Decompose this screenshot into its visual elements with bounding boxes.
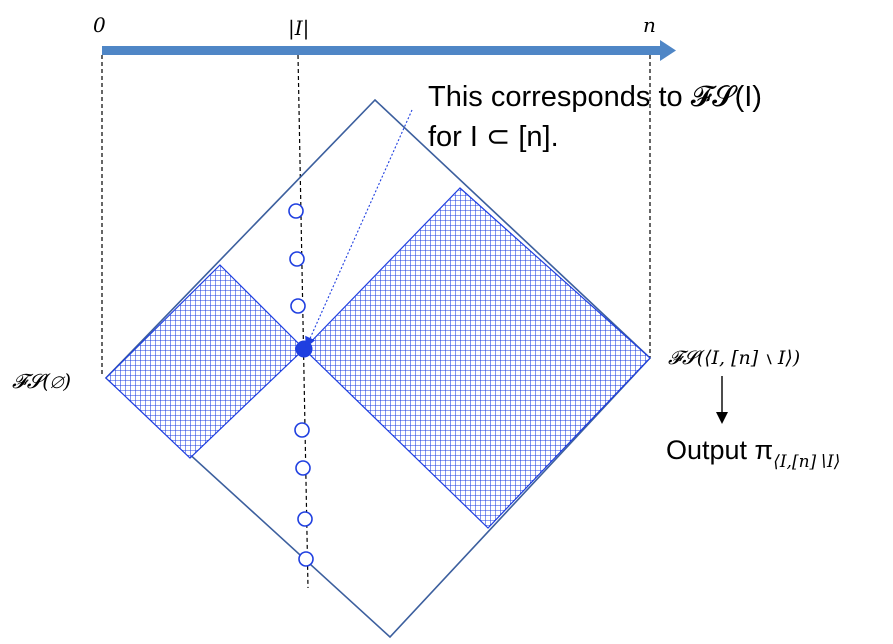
poset-diamond [104,98,652,639]
output-arrow-head [716,412,728,424]
right-hatched-region [303,187,651,529]
chain-circle [295,460,311,476]
axis-label-zero: 0 [93,13,106,37]
chain-circle [289,251,305,267]
chain-circle [298,551,314,567]
highlighted-point [295,340,313,358]
left-vertex-label: 𝓕𝓢(∅) [12,369,71,393]
callout-line-1: This corresponds to 𝓕𝓢(I) [428,81,762,113]
callout-pointer [305,109,413,349]
output-text: Output π [666,435,773,465]
output-subscript: ⟨I,[n]∖I⟩ [773,452,840,472]
axis-label-size-i: |I| [288,16,309,41]
chain-circles [288,203,314,567]
axis-bar [102,46,662,55]
mid-projection-line [297,54,309,589]
right-vertex-label: 𝓕𝓢(⟨I, [n] ∖ I⟩) [668,347,800,369]
axis-label-n: n [643,13,656,37]
left-hatched-region [105,264,305,459]
axis-arrowhead [660,40,676,61]
chain-circle [288,203,304,219]
callout-line-2: for I ⊂ [n]. [428,121,559,153]
output-label: Output π⟨I,[n]∖I⟩ [666,435,840,472]
chain-circle [294,422,310,438]
chain-circle [290,298,306,314]
chain-circle [297,511,313,527]
